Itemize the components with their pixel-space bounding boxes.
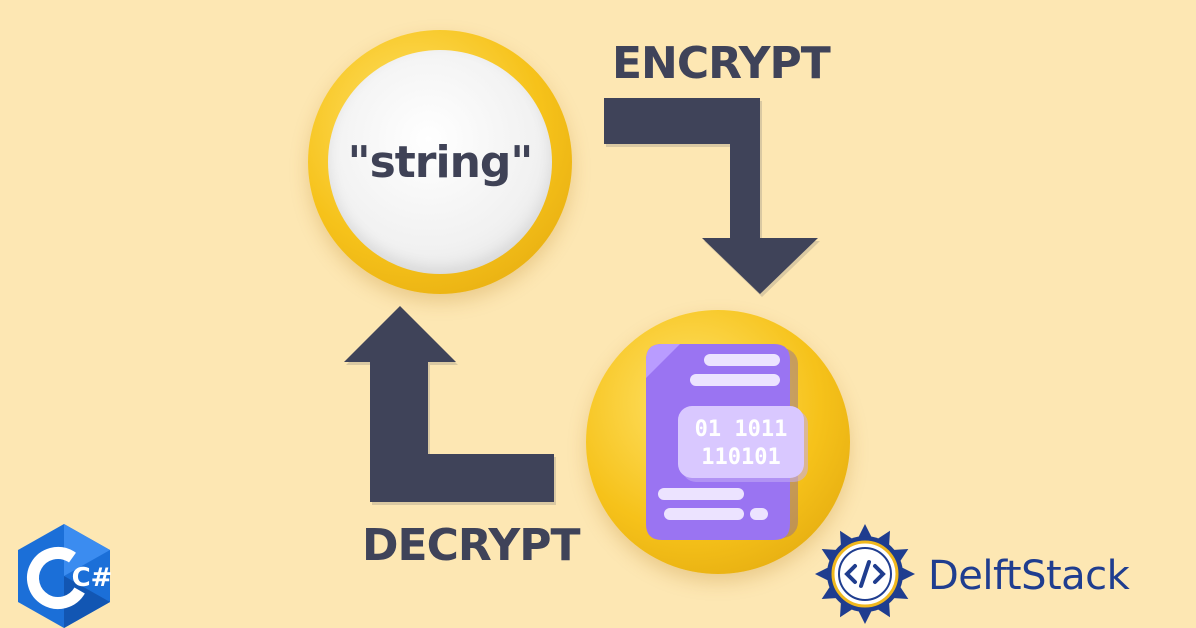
- encrypted-file-icon: 01 1011 110101: [646, 344, 808, 540]
- binary-line-2: 110101: [701, 445, 780, 470]
- delftstack-emblem-icon: [815, 524, 915, 624]
- arrow-left-up-icon: [344, 306, 556, 505]
- binary-line-1: 01 1011: [695, 417, 788, 442]
- plain-string-circle: "string": [308, 30, 572, 294]
- csharp-logo-text: C#: [72, 563, 113, 593]
- decrypt-label: DECRYPT: [362, 520, 580, 571]
- csharp-logo-icon: C#: [18, 524, 113, 628]
- delftstack-wordmark: DelftStack: [928, 553, 1130, 599]
- plain-string-disc: "string": [328, 50, 552, 274]
- encrypt-label: ENCRYPT: [612, 38, 831, 89]
- string-label: "string": [347, 136, 534, 188]
- arrow-right-down-icon: [604, 98, 820, 297]
